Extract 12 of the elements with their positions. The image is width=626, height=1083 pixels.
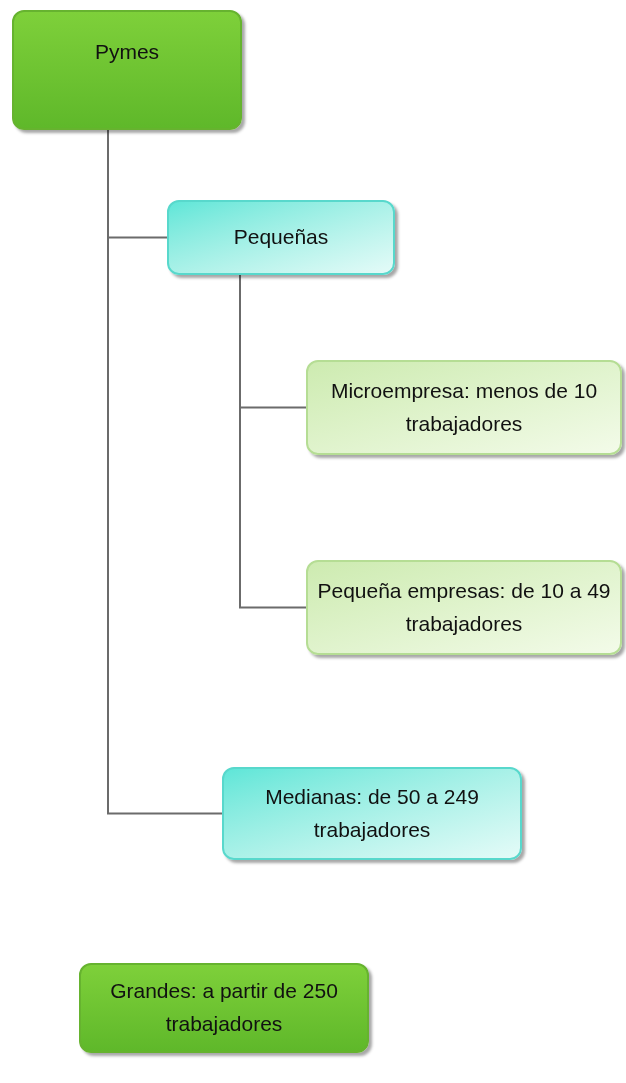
org-box	[306, 560, 622, 655]
box-label: Grandes: a partir de 250 trabajadores	[109, 978, 339, 1037]
org-box	[79, 963, 369, 1053]
org-box	[306, 360, 622, 455]
box-label: Microempresa: menos de 10 trabajadores	[329, 377, 599, 437]
org-box	[167, 200, 395, 275]
box-label: Medianas: de 50 a 249 trabajadores	[264, 783, 480, 843]
box-label: Pequeña empresas: de 10 a 49 trabajadores	[316, 577, 612, 637]
org-box	[12, 10, 242, 130]
box-label: Pymes	[94, 39, 160, 65]
org-box	[222, 767, 522, 860]
box-label: Pequeñas	[233, 224, 329, 251]
